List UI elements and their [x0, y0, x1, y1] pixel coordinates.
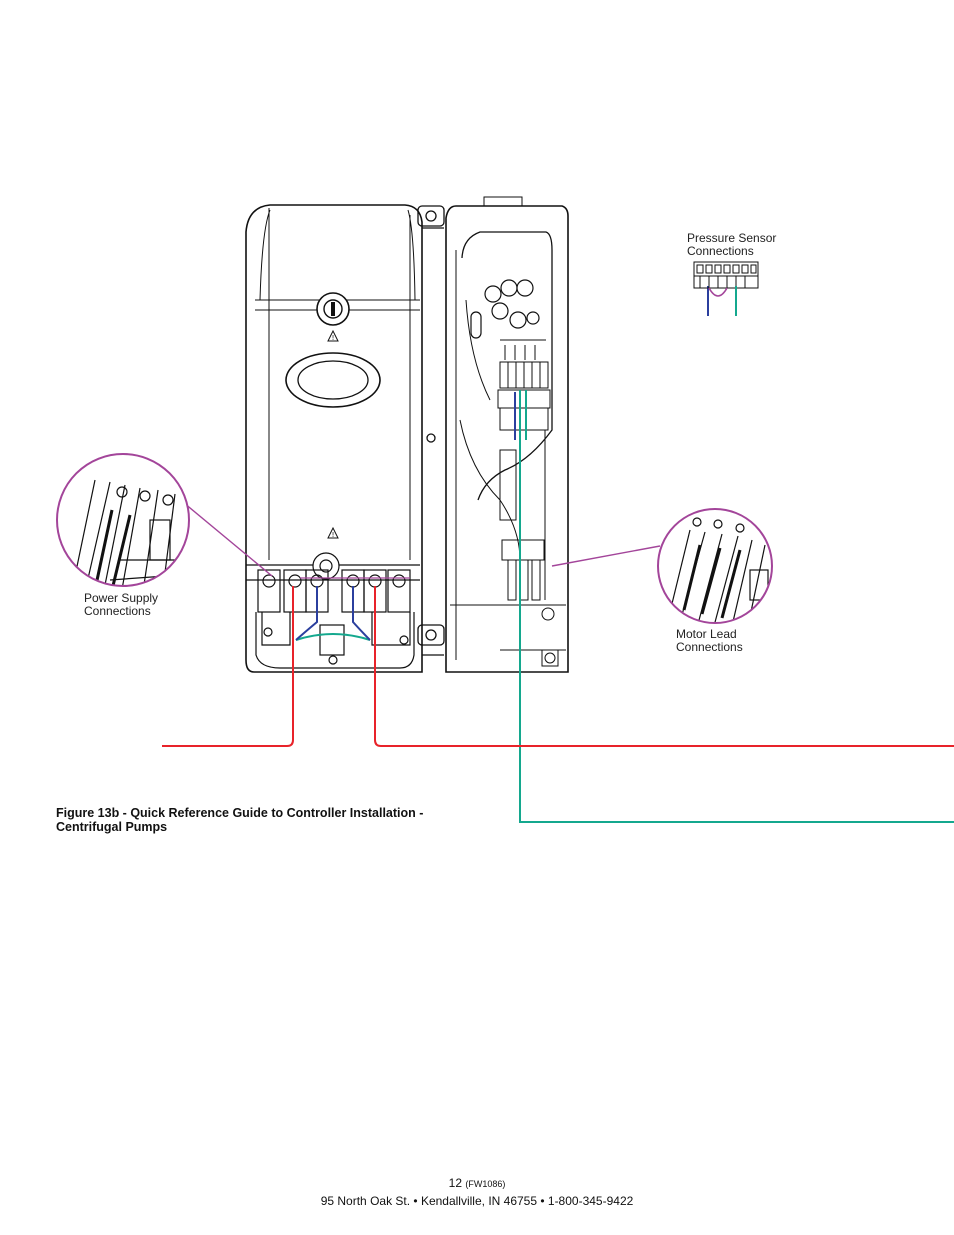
- red-power-wire: [162, 586, 954, 747]
- motor-lead-callout: [657, 508, 773, 624]
- svg-text:!: !: [332, 531, 335, 539]
- drive-motor-terminals: [499, 430, 546, 601]
- figure-caption-line2: Centrifugal Pumps: [56, 820, 168, 834]
- pressure-sensor-jumper: [708, 287, 728, 297]
- document-code: (FW1086): [465, 1179, 506, 1189]
- power-supply-callout: [56, 453, 190, 587]
- figure-caption-line1: Figure 13b - Quick Reference Guide to Co…: [56, 806, 424, 820]
- display-window: [285, 352, 381, 408]
- warning-icon: !: [327, 526, 339, 539]
- blue-wire: [295, 286, 709, 641]
- power-supply-label: Power Supply Connections: [84, 591, 159, 618]
- mounting-tab: [417, 205, 445, 656]
- figure-caption: Figure 13b - Quick Reference Guide to Co…: [56, 806, 476, 834]
- motor-lead-label: Motor Lead Connections: [676, 627, 743, 654]
- page-number-line: 12 (FW1086): [0, 1176, 954, 1190]
- warning-icon: !: [327, 329, 339, 342]
- pressure-sensor-terminal-strip: [693, 261, 759, 289]
- motor-callout-leader: [551, 545, 661, 567]
- cover-lock-icon: [316, 292, 350, 326]
- power-terminal-block: [246, 552, 420, 669]
- drive-sensor-terminals: [497, 339, 551, 431]
- controller-left-housing: [245, 204, 423, 673]
- footer-address: 95 North Oak St. • Kendallville, IN 4675…: [320, 1194, 634, 1208]
- drive-right-housing: [445, 196, 569, 673]
- svg-text:!: !: [332, 334, 335, 342]
- keypad-buttons: [470, 279, 540, 339]
- page-number: 12: [448, 1176, 462, 1190]
- teal-sensor-wire: [295, 390, 954, 823]
- power-callout-leader: [177, 497, 273, 577]
- pressure-sensor-label: Pressure Sensor Connections: [687, 231, 777, 258]
